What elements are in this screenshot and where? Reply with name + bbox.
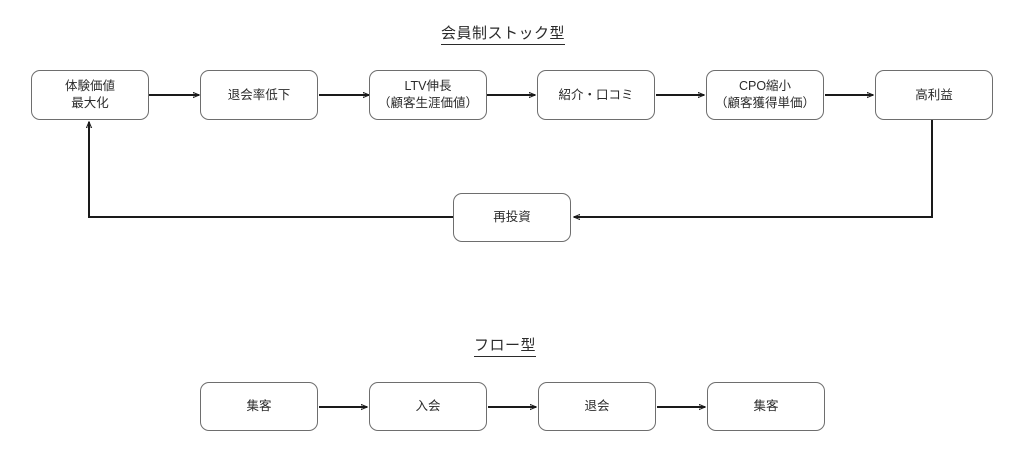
node-label-line2: 最大化 <box>71 96 109 110</box>
edge-n7-n1 <box>89 122 453 218</box>
node-label-line2: （顧客生涯価値） <box>377 96 478 110</box>
node-label-line1: 集客 <box>246 399 272 413</box>
node-taikai[interactable]: 退会 <box>538 382 656 431</box>
node-label-line1: 紹介・口コミ <box>558 87 634 102</box>
node-taiken-kachi-saidaika[interactable]: 体験価値 最大化 <box>31 70 149 120</box>
node-shukyaku-2[interactable]: 集客 <box>707 382 825 431</box>
node-label-line1: CPO縮小 <box>738 79 792 93</box>
node-saitoshi[interactable]: 再投資 <box>453 193 571 242</box>
node-label-line1: 退会率低下 <box>227 87 291 102</box>
section-title-flow: フロー型 <box>474 337 537 357</box>
node-label-line1: 高利益 <box>915 87 953 102</box>
node-label-line1: 集客 <box>753 399 779 413</box>
node-label-line2: （顧客獲得単価） <box>714 96 815 110</box>
node-label-line1: 体験価値 <box>64 79 115 93</box>
node-label-line1: 再投資 <box>493 210 531 224</box>
node-label-line1: LTV伸長 <box>404 79 452 93</box>
node-shokai-kuchikomi[interactable]: 紹介・口コミ <box>537 70 655 120</box>
node-ltv-shincho[interactable]: LTV伸長 （顧客生涯価値） <box>369 70 487 120</box>
section-title-stock: 会員制ストック型 <box>441 25 566 45</box>
node-cpo-shukusho[interactable]: CPO縮小 （顧客獲得単価） <box>706 70 824 120</box>
node-label-line1: 退会 <box>584 399 610 413</box>
node-nyukai[interactable]: 入会 <box>369 382 487 431</box>
edge-n6-n7 <box>574 120 933 217</box>
node-label-line1: 入会 <box>415 399 441 413</box>
node-shukyaku-1[interactable]: 集客 <box>200 382 318 431</box>
node-korieki[interactable]: 高利益 <box>875 70 993 120</box>
node-taikairitsu-teika[interactable]: 退会率低下 <box>200 70 318 120</box>
